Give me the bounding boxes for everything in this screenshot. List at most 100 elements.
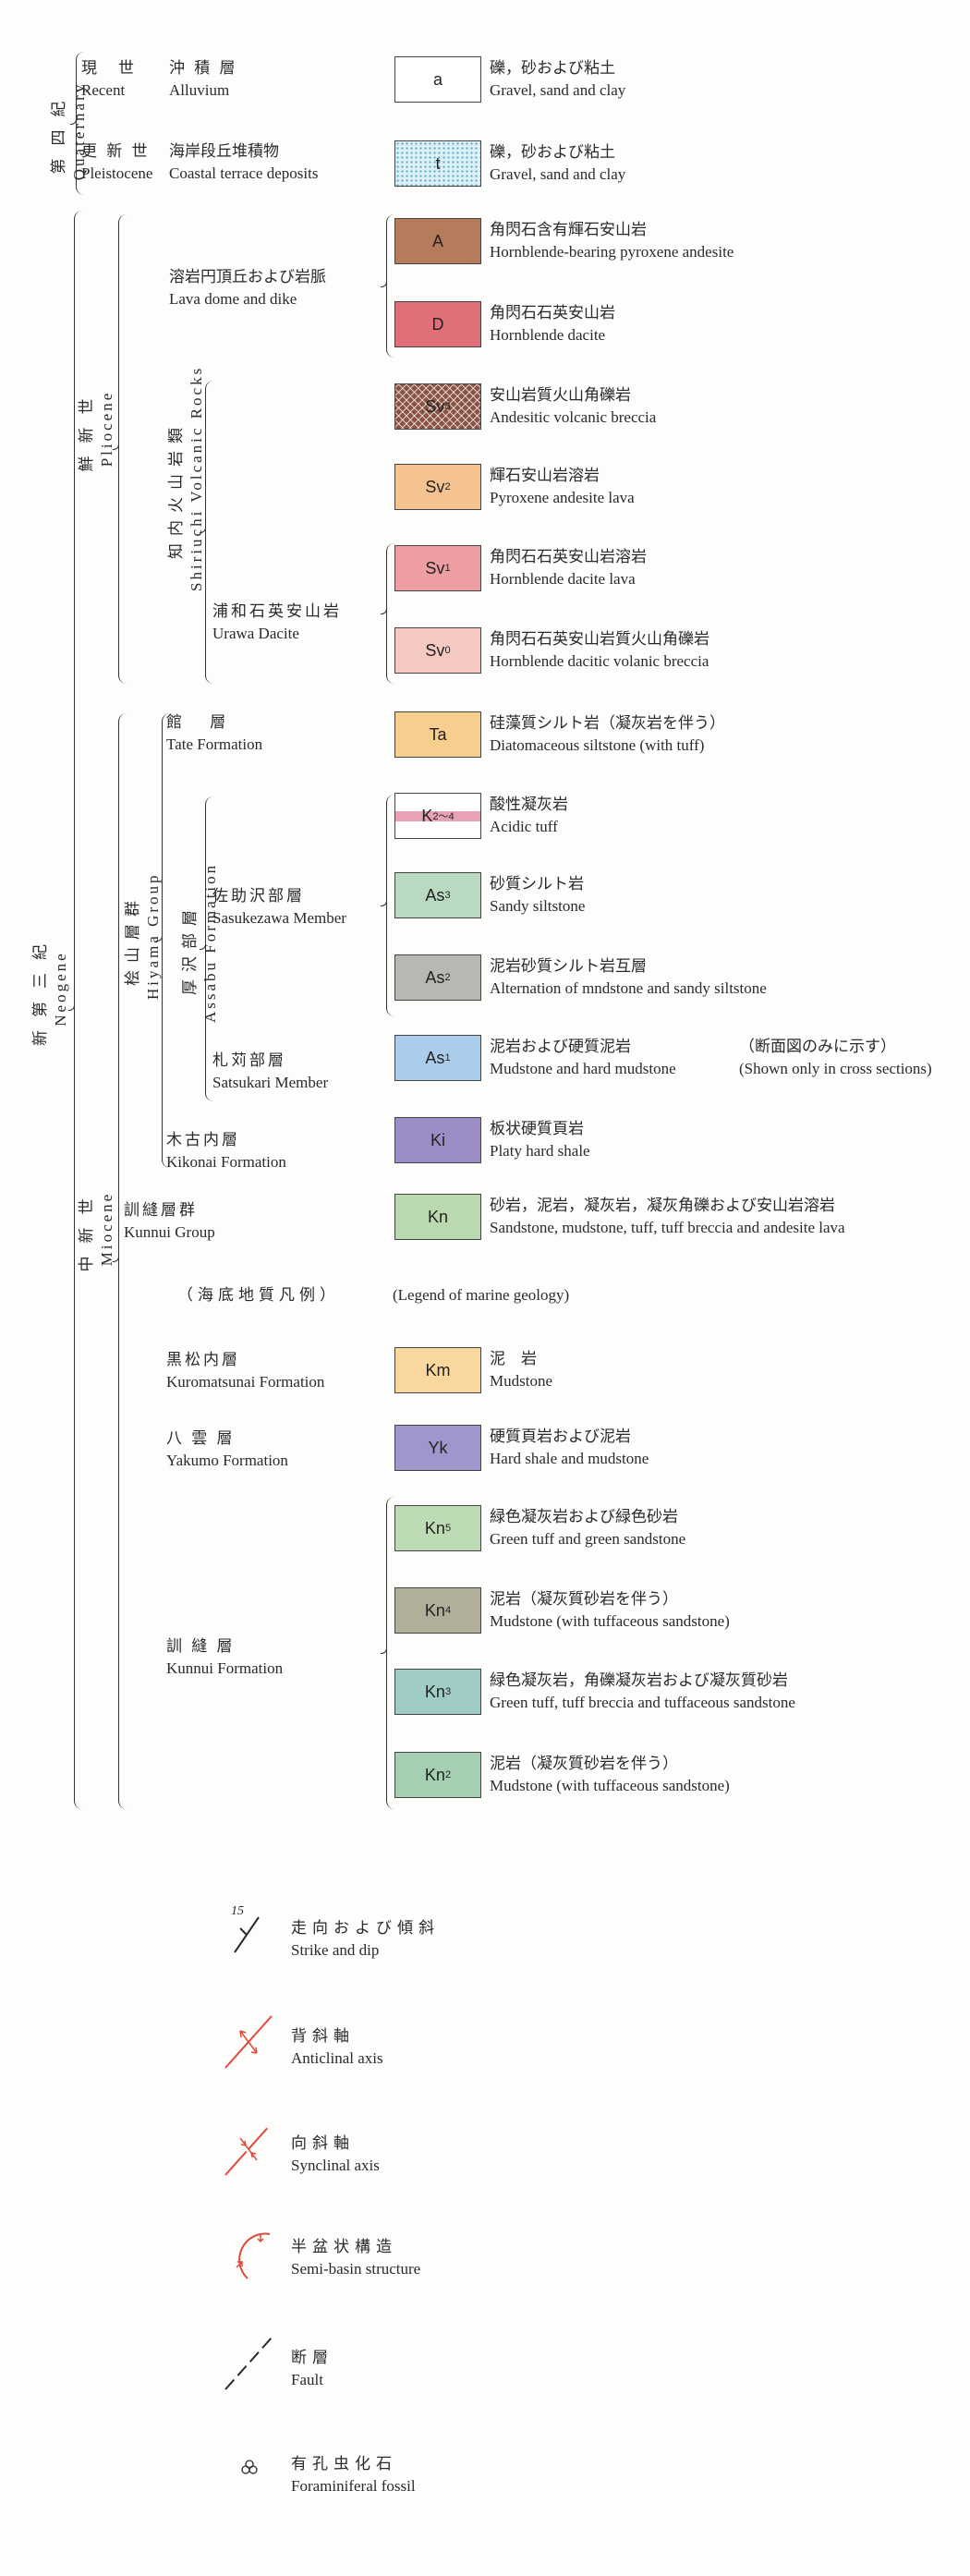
unit-box-A: A bbox=[394, 218, 481, 264]
unit-code-sub: 2 bbox=[444, 481, 451, 492]
symbol-label-ja: 向斜軸 bbox=[291, 2134, 355, 2152]
unit-description-ja: 安山岩質火山角礫岩 bbox=[490, 386, 631, 404]
unit-description-ja: 砂岩，泥岩，凝灰岩，凝灰角礫および安山岩溶岩 bbox=[490, 1197, 835, 1214]
dip-value: 15 bbox=[231, 1904, 244, 1918]
unit-description-en: Andesitic volcanic breccia bbox=[490, 408, 657, 426]
unit-description-en: Sandy siltstone bbox=[490, 897, 586, 915]
unit-description-en: Mudstone and hard mudstone bbox=[490, 1060, 676, 1077]
unit-description: 泥 岩 Mudstone bbox=[490, 1348, 552, 1392]
unit-description-ja: 硬質頁岩および泥岩 bbox=[490, 1428, 631, 1445]
unit-code: K bbox=[421, 806, 433, 825]
unit-code: A bbox=[431, 231, 443, 250]
unit-description-en: Diatomaceous siltstone (with tuff) bbox=[490, 736, 705, 754]
unit-description: 角閃石石英安山岩溶岩 Hornblende dacite lava bbox=[490, 546, 647, 590]
unit-code-sub: 2 bbox=[444, 972, 451, 983]
unit-description: 砂質シルト岩 Sandy siltstone bbox=[490, 873, 585, 917]
unit-code: As bbox=[425, 1048, 445, 1067]
urawa-brace bbox=[386, 543, 394, 684]
unit-code: D bbox=[431, 314, 444, 334]
unit-description-ja: 砂質シルト岩 bbox=[490, 875, 584, 893]
unit-description-ja: 硅藻質シルト岩（凝灰岩を伴う） bbox=[490, 714, 725, 732]
unit-code: Kn bbox=[424, 1765, 445, 1784]
unit-description-ja: 角閃石石英安山岩 bbox=[490, 304, 615, 322]
unit-description-en: Hornblende dacite lava bbox=[490, 570, 636, 588]
unit-box-Kn: Kn bbox=[394, 1194, 481, 1240]
unit-description: 礫，砂および粘土 Gravel, sand and clay bbox=[490, 57, 625, 102]
unit-description: 泥岩および硬質泥岩 Mudstone and hard mudstone bbox=[490, 1036, 676, 1080]
unit-description-en: Hornblende dacitic volanic breccia bbox=[490, 652, 709, 670]
unit-code-sub: 5 bbox=[444, 1523, 452, 1534]
unit-box-a: a bbox=[394, 56, 481, 103]
quaternary-brace bbox=[76, 52, 84, 195]
unit-description-en: Gravel, sand and clay bbox=[490, 81, 626, 99]
unit-description-en: Gravel, sand and clay bbox=[490, 165, 626, 183]
unit-code-sub: 2〜4 bbox=[432, 811, 455, 822]
unit-description-ja: 角閃石石英安山岩溶岩 bbox=[490, 548, 647, 565]
unit-code: Kn bbox=[424, 1600, 445, 1620]
unit-code: Kn bbox=[427, 1207, 449, 1226]
semi-basin-icon bbox=[222, 2225, 277, 2280]
unit-description: 泥岩（凝灰質砂岩を伴う）Mudstone (with tuffaceous sa… bbox=[490, 1588, 730, 1633]
unit-code: Sv bbox=[425, 396, 445, 416]
unit-note: （断面図のみに示す）(Shown only in cross sections) bbox=[739, 1036, 932, 1080]
unit-description-en: Mudstone (with tuffaceous sandstone) bbox=[490, 1777, 730, 1794]
unit-description-ja: 角閃石含有輝石安山岩 bbox=[490, 221, 647, 238]
unit-code-sub: 4 bbox=[444, 1605, 452, 1616]
neogene-brace bbox=[74, 211, 82, 1809]
unit-description-en: Mudstone (with tuffaceous sandstone) bbox=[490, 1612, 730, 1630]
symbol-label-en: Foraminiferal fossil bbox=[291, 2477, 416, 2495]
marine-legend-ja: （海底地質凡例） bbox=[177, 1286, 340, 1304]
unit-code: a bbox=[432, 69, 443, 89]
unit-code-sub: 1 bbox=[444, 563, 451, 574]
symbol-label: 向斜軸 Synclinal axis bbox=[291, 2132, 380, 2177]
anticlinal-axis-icon bbox=[222, 2014, 277, 2070]
symbol-label-ja: 半盆状構造 bbox=[291, 2238, 397, 2255]
unit-note-ja: （断面図のみに示す） bbox=[739, 1038, 896, 1055]
shiriuchi-label: 知内火山岩類 Shiriuchi Volcanic Rocks bbox=[167, 365, 205, 591]
unit-description-ja: 泥 岩 bbox=[490, 1350, 537, 1367]
unit-code: As bbox=[425, 967, 445, 987]
unit-description-en: Sandstone, mudstone, tuff, tuff breccia … bbox=[490, 1219, 845, 1236]
unit-code-sub: 3 bbox=[444, 890, 451, 901]
unit-description-en: Mudstone bbox=[490, 1372, 552, 1390]
unit-code: Kn bbox=[424, 1682, 445, 1701]
unit-description-ja: 礫，砂および粘土 bbox=[490, 59, 615, 77]
symbol-label-en: Semi-basin structure bbox=[291, 2260, 421, 2278]
symbol-label-en: Synclinal axis bbox=[291, 2157, 380, 2174]
unit-code: As bbox=[425, 885, 445, 905]
unit-description-ja: 泥岩および硬質泥岩 bbox=[490, 1038, 631, 1055]
kunnui-formation-brace bbox=[386, 1497, 394, 1809]
unit-description: 砂岩，泥岩，凝灰岩，凝灰角礫および安山岩溶岩 Sandstone, mudston… bbox=[490, 1195, 845, 1239]
unit-description-ja: 酸性凝灰岩 bbox=[490, 796, 568, 813]
unit-code: Km bbox=[425, 1360, 451, 1379]
assabu-brace bbox=[205, 796, 213, 1101]
unit-description-en: Pyroxene andesite lava bbox=[490, 489, 635, 506]
unit-code: Sv bbox=[425, 640, 445, 660]
